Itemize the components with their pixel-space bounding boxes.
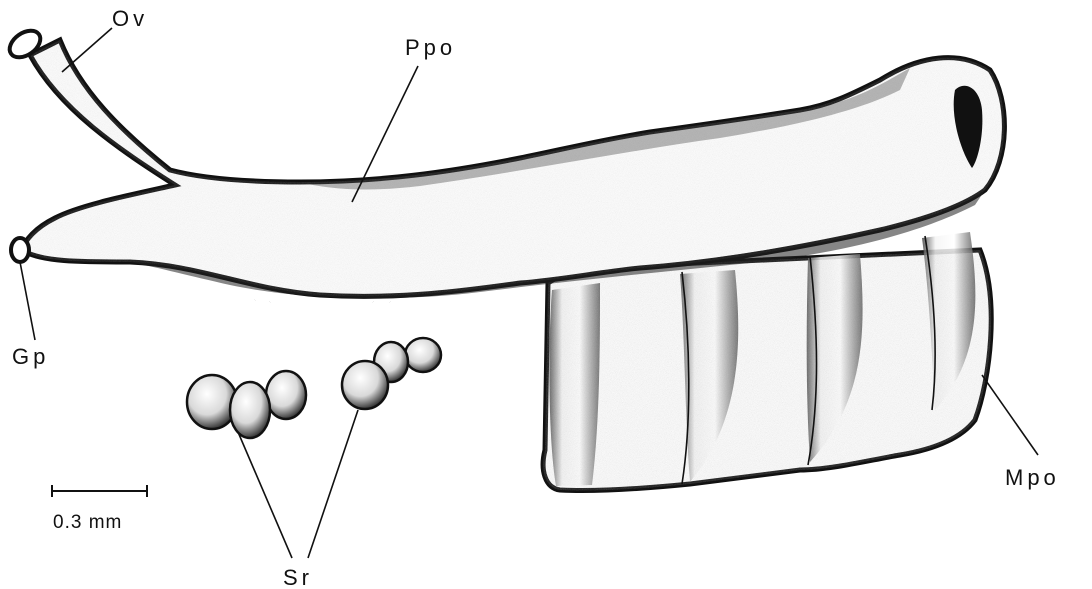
- mpo-label: Mpo: [1005, 465, 1060, 490]
- sr-leader-line-right: [308, 410, 358, 558]
- ov-leader-line: [62, 28, 112, 72]
- sr-bulb: [405, 338, 441, 372]
- scale-bar-label: 0.3 mm: [53, 512, 122, 533]
- ppo-label: Ppo: [405, 35, 456, 60]
- sr-leader-line-left: [238, 432, 292, 558]
- sr-receptacles: [187, 300, 441, 438]
- sr-bulb: [230, 382, 270, 438]
- gp-leader-line: [20, 262, 35, 340]
- sr-bulb: [342, 361, 388, 409]
- sr-label: Sr: [283, 565, 313, 589]
- sr-bulb: [266, 371, 306, 419]
- mpo-leader-line: [982, 375, 1038, 455]
- sr-bulb: [187, 375, 237, 429]
- gp-opening: [11, 238, 29, 262]
- scale-bar: 0.3 mm: [52, 485, 147, 533]
- gp-label: Gp: [12, 344, 49, 369]
- ov-label: Ov: [112, 6, 148, 31]
